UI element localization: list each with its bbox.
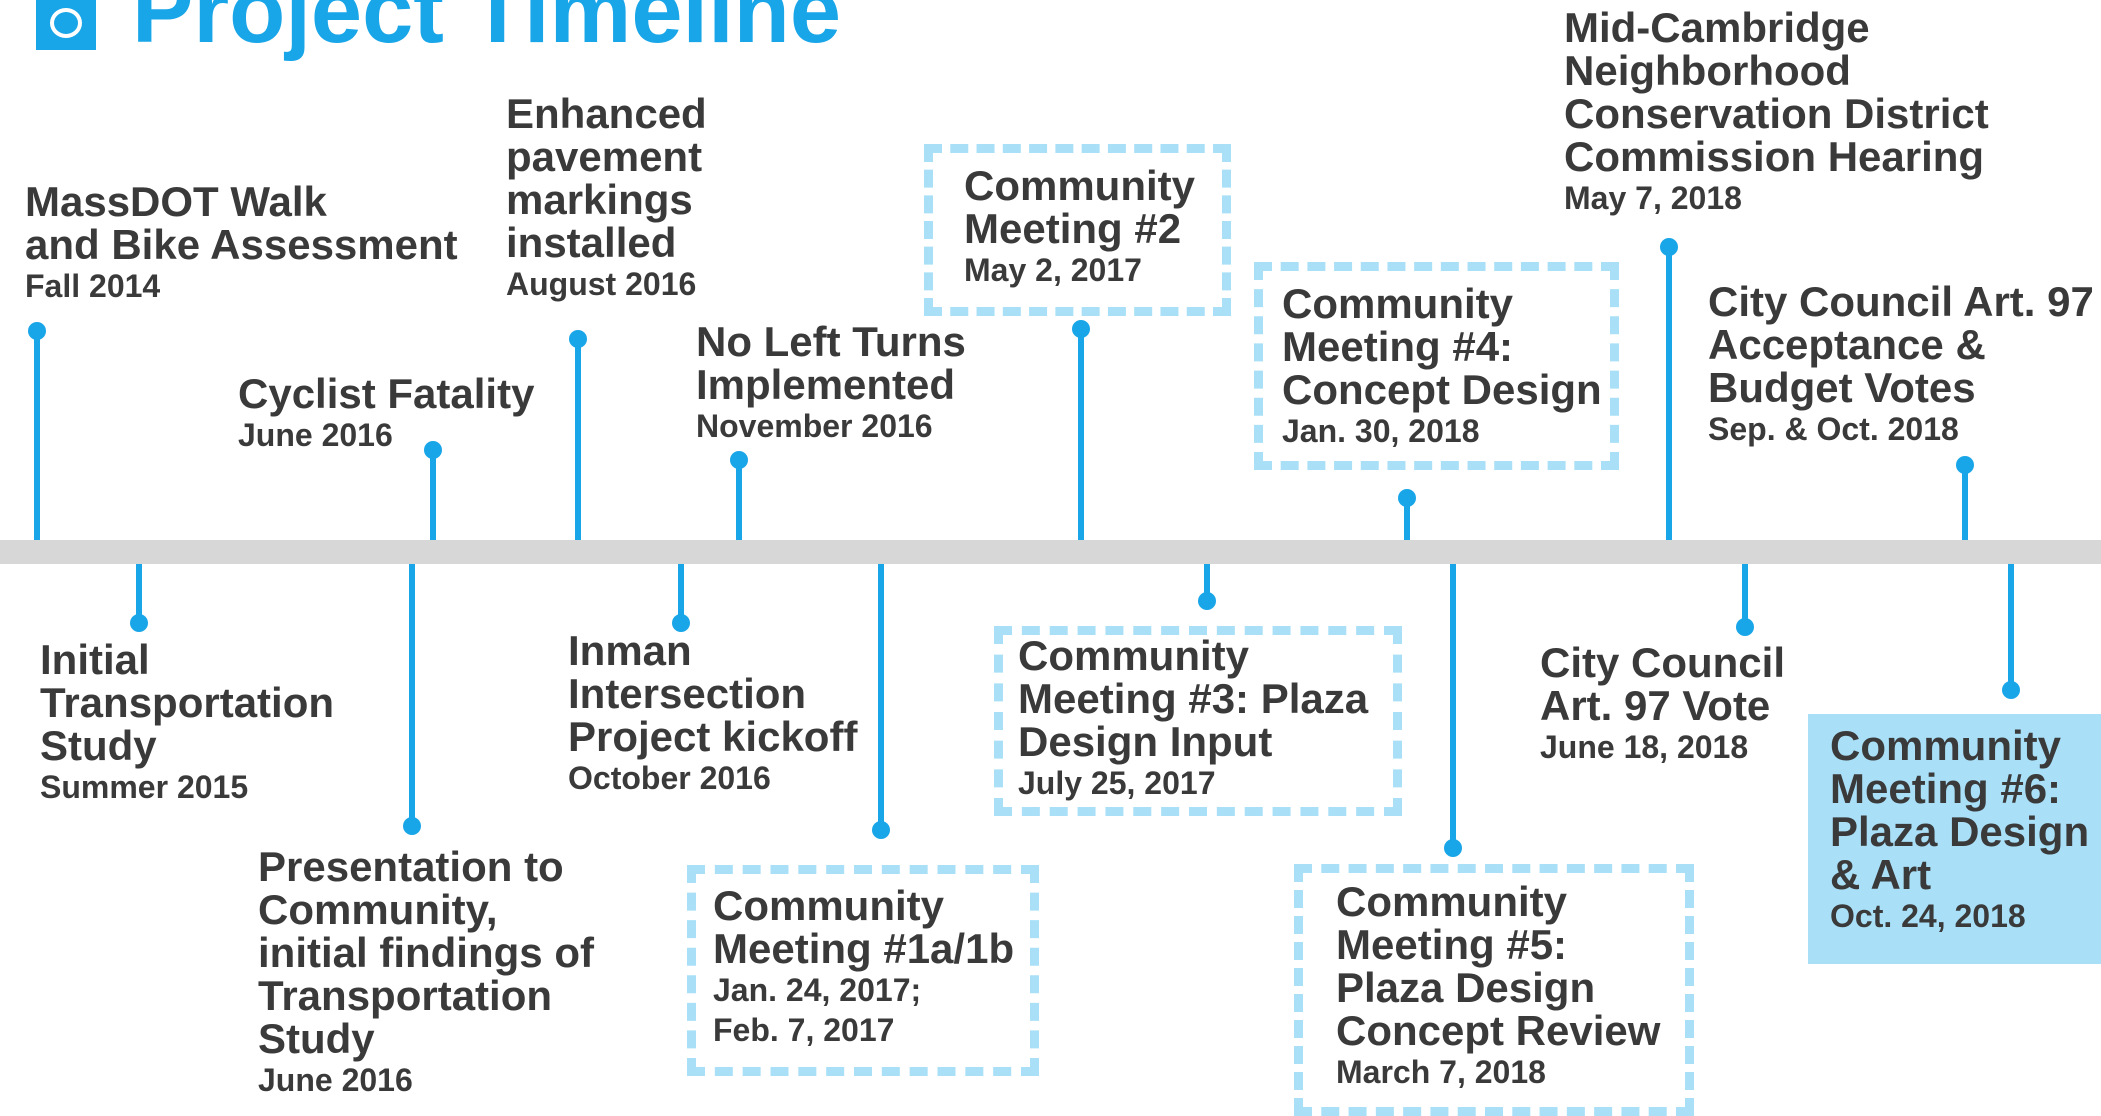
connector-stem xyxy=(1666,247,1672,540)
connector-stem xyxy=(2008,564,2014,690)
connector-stem xyxy=(1742,564,1748,627)
event-date: Summer 2015 xyxy=(40,769,249,805)
event-title: Mid-Cambridge Neighborhood Conservation … xyxy=(1564,4,1989,180)
timeline-event: No Left Turns Implemented November 2016 xyxy=(696,320,966,446)
event-date: June 18, 2018 xyxy=(1540,729,1749,765)
connector-dot xyxy=(730,451,748,469)
connector-dot xyxy=(403,817,421,835)
timeline-event: Initial Transportation Study Summer 2015 xyxy=(40,638,334,807)
timeline-event: Community Meeting #2 May 2, 2017 xyxy=(964,164,1195,290)
timeline-event: Community Meeting #1a/1b Jan. 24, 2017; … xyxy=(713,884,1014,1050)
timeline-event: Presentation to Community, initial findi… xyxy=(258,845,594,1100)
connector-dot xyxy=(872,821,890,839)
timeline-event: Enhanced pavement markings installed Aug… xyxy=(506,92,707,304)
timeline-event: City Council Art. 97 Acceptance & Budget… xyxy=(1708,280,2094,449)
event-title: City Council Art. 97 Acceptance & Budget… xyxy=(1708,278,2094,411)
event-title: Community Meeting #4: Concept Design xyxy=(1282,280,1602,413)
connector-stem xyxy=(736,460,742,540)
connector-dot xyxy=(1444,839,1462,857)
event-date: October 2016 xyxy=(568,760,771,796)
connector-stem xyxy=(1204,564,1210,601)
event-date: Sep. & Oct. 2018 xyxy=(1708,411,1959,447)
event-title: Initial Transportation Study xyxy=(40,636,335,769)
event-date: May 7, 2018 xyxy=(1564,180,1742,216)
event-box xyxy=(687,865,1039,1076)
connector-dot xyxy=(424,441,442,459)
event-title: Community Meeting #3: Plaza Design Input xyxy=(1018,632,1369,765)
connector-stem xyxy=(1450,564,1456,848)
timeline-logo-icon xyxy=(36,0,96,50)
event-box xyxy=(994,626,1402,816)
timeline-axis xyxy=(0,540,2101,564)
connector-stem xyxy=(1404,498,1410,540)
event-title: Enhanced pavement markings installed xyxy=(506,90,707,266)
connector-dot xyxy=(1198,592,1216,610)
timeline-event: MassDOT Walk and Bike Assessment Fall 20… xyxy=(25,180,458,306)
event-title: Presentation to Community, initial findi… xyxy=(258,843,594,1062)
event-date: November 2016 xyxy=(696,408,933,444)
connector-stem xyxy=(136,564,142,623)
event-date: Oct. 24, 2018 xyxy=(1830,898,2026,934)
event-box xyxy=(1254,262,1619,470)
event-date: March 7, 2018 xyxy=(1336,1054,1546,1090)
connector-stem xyxy=(1078,329,1084,540)
event-box-highlighted xyxy=(1808,714,2101,964)
event-title: Cyclist Fatality xyxy=(238,370,535,417)
event-title: Community Meeting #2 xyxy=(964,162,1195,252)
event-date: May 2, 2017 xyxy=(964,252,1142,288)
event-box xyxy=(1294,864,1694,1116)
timeline-event: Community Meeting #3: Plaza Design Input… xyxy=(1018,634,1368,803)
event-box xyxy=(924,144,1231,316)
timeline-event: City Council Art. 97 Vote June 18, 2018 xyxy=(1540,641,1785,767)
event-title: MassDOT Walk and Bike Assessment xyxy=(25,178,458,268)
connector-dot xyxy=(1072,320,1090,338)
event-date: July 25, 2017 xyxy=(1018,765,1216,801)
timeline-event: Community Meeting #5: Plaza Design Conce… xyxy=(1336,880,1660,1092)
connector-stem xyxy=(878,564,884,830)
connector-stem xyxy=(430,450,436,540)
connector-dot xyxy=(2002,681,2020,699)
event-date: Jan. 24, 2017; Feb. 7, 2017 xyxy=(713,972,922,1048)
event-title: City Council Art. 97 Vote xyxy=(1540,639,1786,729)
page-title: Project Timeline xyxy=(132,0,842,62)
event-date: June 2016 xyxy=(238,417,393,453)
connector-dot xyxy=(1736,618,1754,636)
connector-dot xyxy=(1956,456,1974,474)
connector-stem xyxy=(34,331,40,540)
connector-dot xyxy=(672,614,690,632)
event-title: Community Meeting #6: Plaza Design & Art xyxy=(1830,722,2090,898)
event-title: Community Meeting #1a/1b xyxy=(713,882,1015,972)
timeline-event: Community Meeting #4: Concept Design Jan… xyxy=(1282,282,1602,451)
connector-stem xyxy=(1962,465,1968,540)
timeline-event: Inman Intersection Project kickoff Octob… xyxy=(568,629,857,798)
connector-stem xyxy=(678,564,684,623)
event-title: No Left Turns Implemented xyxy=(696,318,966,408)
timeline-event: Community Meeting #6: Plaza Design & Art… xyxy=(1830,724,2089,936)
connector-stem xyxy=(409,564,415,826)
connector-dot xyxy=(130,614,148,632)
connector-dot xyxy=(28,322,46,340)
event-title: Inman Intersection Project kickoff xyxy=(568,627,858,760)
connector-dot xyxy=(569,330,587,348)
event-title: Community Meeting #5: Plaza Design Conce… xyxy=(1336,878,1661,1054)
connector-dot xyxy=(1660,238,1678,256)
timeline-event: Cyclist Fatality June 2016 xyxy=(238,372,534,455)
timeline-event: Mid-Cambridge Neighborhood Conservation … xyxy=(1564,6,1989,218)
event-date: Fall 2014 xyxy=(25,268,161,304)
connector-stem xyxy=(575,339,581,540)
event-date: August 2016 xyxy=(506,266,697,302)
event-date: Jan. 30, 2018 xyxy=(1282,413,1480,449)
event-date: June 2016 xyxy=(258,1062,413,1098)
connector-dot xyxy=(1398,489,1416,507)
